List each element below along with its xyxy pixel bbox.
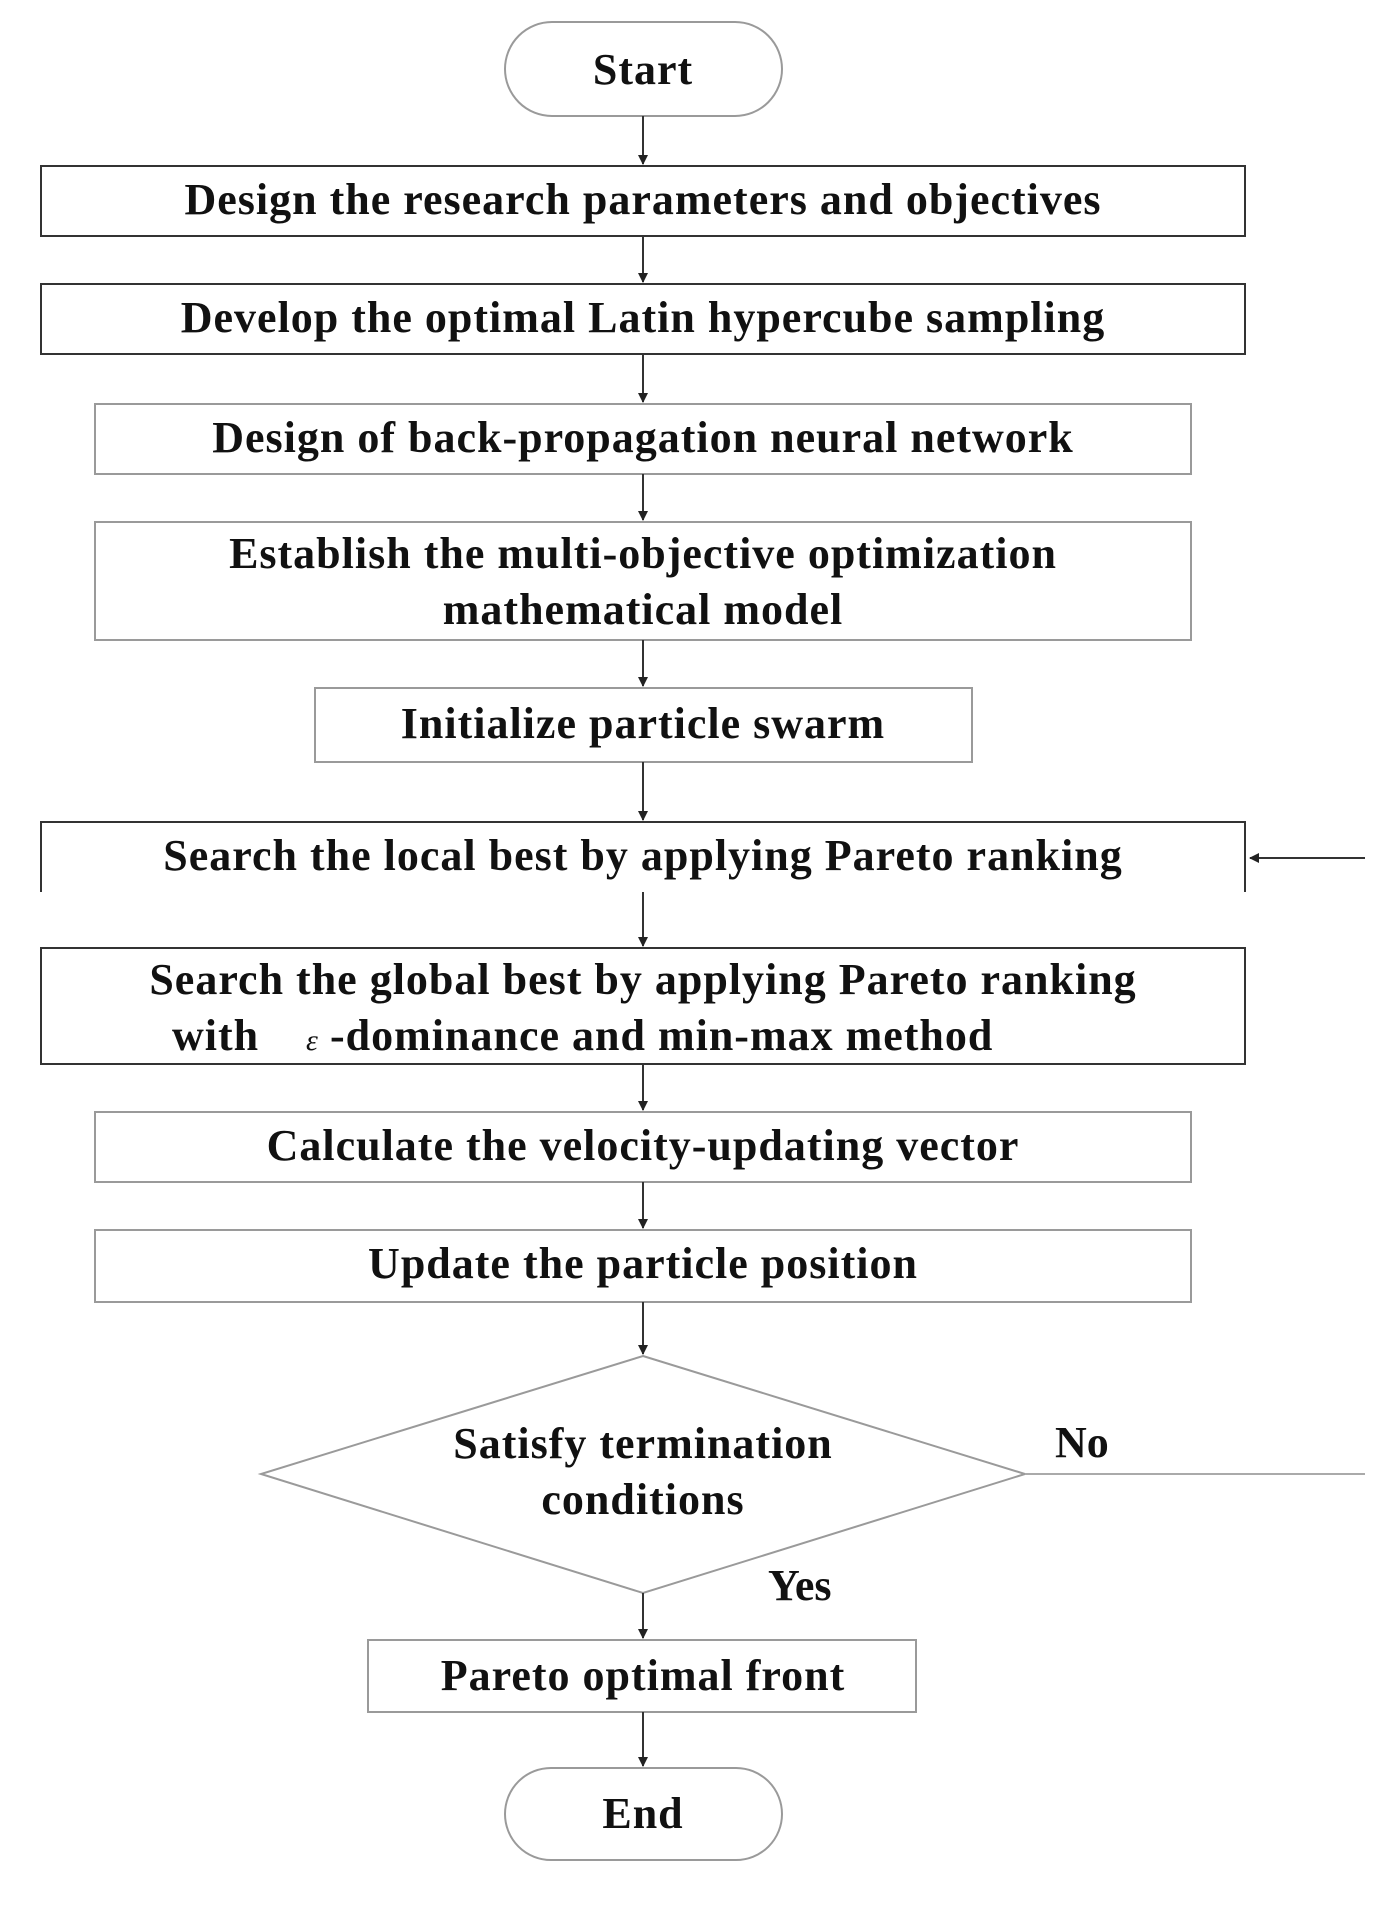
end-terminator: End: [504, 1767, 783, 1861]
step-initialize-swarm: Initialize particle swarm: [314, 687, 973, 763]
step-update-position: Update the particle position: [94, 1229, 1192, 1303]
step-global-best-line1: Search the global best by applying Paret…: [149, 955, 1136, 1004]
step-local-best: Search the local best by applying Pareto…: [40, 821, 1246, 892]
start-label: Start: [593, 45, 693, 94]
step-local-best-label: Search the local best by applying Pareto…: [163, 831, 1122, 880]
step-latin-hypercube: Develop the optimal Latin hypercube samp…: [40, 283, 1246, 355]
step-velocity-vector: Calculate the velocity-updating vector: [94, 1111, 1192, 1183]
step-update-position-label: Update the particle position: [368, 1239, 918, 1288]
no-label: No: [1055, 1418, 1109, 1467]
step-global-best-with: with: [172, 1011, 259, 1060]
step-pareto-front-label: Pareto optimal front: [441, 1651, 846, 1700]
decision-termination: Satisfy termination conditions: [257, 1354, 1029, 1595]
yes-label: Yes: [768, 1561, 832, 1610]
step-design-parameters: Design the research parameters and objec…: [40, 165, 1246, 237]
start-terminator: Start: [504, 21, 783, 117]
step-latin-hypercube-label: Develop the optimal Latin hypercube samp…: [181, 293, 1105, 342]
step-velocity-vector-label: Calculate the velocity-updating vector: [267, 1121, 1020, 1170]
decision-line1: Satisfy termination: [453, 1419, 833, 1468]
epsilon-symbol: ε: [306, 1024, 319, 1057]
end-label: End: [602, 1789, 683, 1838]
step-mo-model: Establish the multi-objective optimizati…: [94, 521, 1192, 641]
step-initialize-swarm-label: Initialize particle swarm: [401, 699, 885, 748]
step-mo-model-line1: Establish the multi-objective optimizati…: [229, 529, 1057, 578]
step-bp-network-label: Design of back-propagation neural networ…: [212, 413, 1074, 462]
decision-line2: conditions: [541, 1475, 744, 1524]
step-design-parameters-label: Design the research parameters and objec…: [184, 175, 1101, 224]
step-global-best: Search the global best by applying Paret…: [40, 947, 1246, 1065]
step-pareto-front: Pareto optimal front: [367, 1639, 917, 1713]
step-global-best-line2: -dominance and min-max method: [330, 1011, 993, 1060]
step-mo-model-line2: mathematical model: [443, 585, 843, 634]
loop-back-no: [1025, 853, 1365, 1475]
step-bp-network: Design of back-propagation neural networ…: [94, 403, 1192, 475]
